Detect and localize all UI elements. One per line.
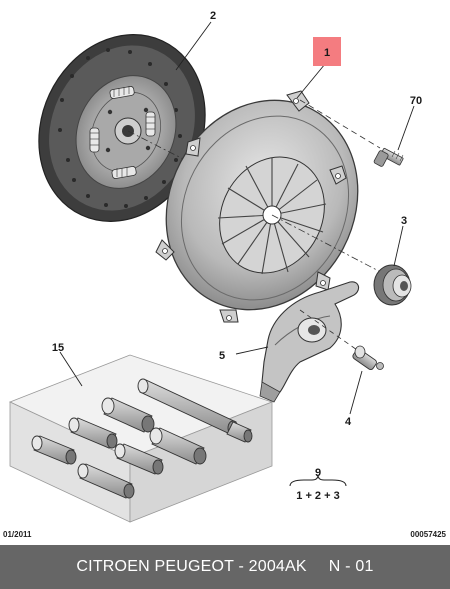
footer-ref: 00057425 [410,530,446,539]
pressure-plate [155,90,359,323]
highlight-box [313,37,341,66]
callout-70: 70 [410,95,422,107]
page-label: N - 01 [328,558,374,575]
bottom-bar: CITROEN PEUGEOT - 2004AK N - 01 [0,545,450,589]
leader-lines [59,21,415,415]
footer-date: 01/2011 [3,530,32,539]
clutch-disc [38,34,206,222]
pivot-axis-line [299,309,361,353]
brand-ref-label: CITROEN PEUGEOT - 2004AK [76,558,307,575]
kit-formula-text: 1 + 2 + 3 [296,490,339,502]
pivot-pin [352,345,384,371]
callout-1: 1 [324,47,330,59]
release-fork [259,281,360,403]
exploded-diagram: 1 2 70 3 5 4 15 9 1 + 2 + 3 [8,10,422,523]
callout-15: 15 [52,342,64,354]
bolt-axis-line [299,99,381,149]
callout-5: 5 [219,350,225,362]
callout-2: 2 [210,10,216,22]
release-bearing [373,264,412,306]
bolt [373,147,404,167]
kit-formula: 9 1 + 2 + 3 [289,467,347,502]
pin-kit-box [8,354,274,523]
callout-9: 9 [315,467,321,479]
callout-3: 3 [401,215,407,227]
callout-4: 4 [345,416,352,428]
